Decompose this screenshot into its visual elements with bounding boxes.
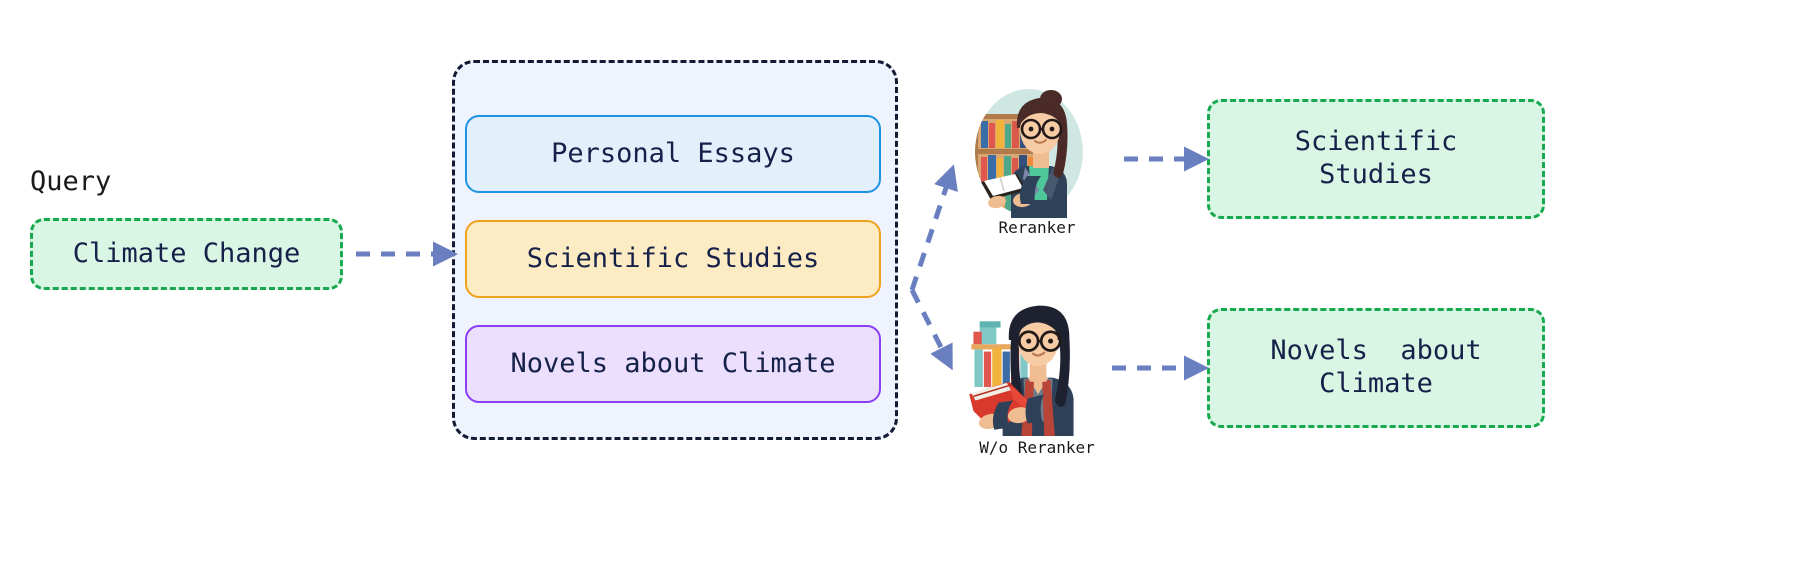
caption-reranker: Reranker bbox=[998, 218, 1076, 237]
output-box-reranker-text: Scientific Studies bbox=[1294, 126, 1458, 190]
candidate-novels-about-climate-label: Novels about Climate bbox=[510, 347, 836, 379]
query-box: Climate Change bbox=[30, 218, 343, 290]
candidate-personal-essays-label: Personal Essays bbox=[551, 137, 795, 169]
candidate-scientific-studies[interactable]: Scientific Studies bbox=[465, 220, 881, 298]
woman-holding-red-book-icon bbox=[963, 290, 1103, 436]
candidate-novels-about-climate[interactable]: Novels about Climate bbox=[465, 325, 881, 403]
output-box-wo-reranker-text: Novels about Climate bbox=[1270, 335, 1482, 399]
query-label: Query bbox=[30, 166, 112, 197]
arrow-candidates-to-wo-reranker bbox=[909, 288, 953, 371]
query-box-text: Climate Change bbox=[72, 237, 301, 269]
candidate-scientific-studies-label: Scientific Studies bbox=[526, 242, 820, 274]
output-box-wo-reranker: Novels about Climate bbox=[1207, 308, 1545, 428]
retrieved-candidates-container: Personal Essays Scientific Studies Novel… bbox=[452, 60, 898, 440]
woman-reading-book-bookshelf-icon bbox=[967, 78, 1107, 218]
output-box-reranker: Scientific Studies bbox=[1207, 99, 1545, 219]
candidate-personal-essays[interactable]: Personal Essays bbox=[465, 115, 881, 193]
caption-wo-reranker: W/o Reranker bbox=[979, 438, 1095, 457]
